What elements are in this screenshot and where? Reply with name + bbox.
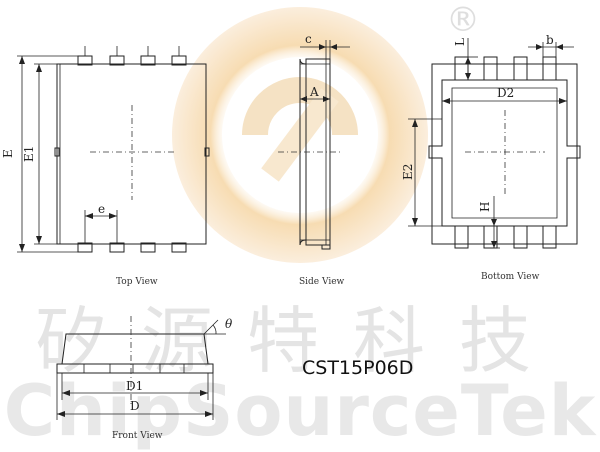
- dim-E1-label: E1: [22, 146, 36, 162]
- dim-e-label: e: [98, 202, 105, 216]
- bottom-view-caption: Bottom View: [481, 272, 540, 282]
- front-view-leadframe: [56, 363, 214, 374]
- dim-L-label: L: [453, 38, 467, 46]
- pad: [483, 56, 498, 81]
- dim-D1-label: D1: [126, 379, 143, 393]
- chinese-company-watermark: 矽源特科技: [34, 299, 565, 383]
- registered-mark-watermark: ®: [446, 0, 480, 40]
- exposed-pad: [428, 79, 581, 227]
- angle-theta-label: θ: [225, 317, 233, 331]
- pad: [542, 56, 557, 81]
- front-view: θ D1 D Front View: [56, 316, 233, 441]
- side-view-caption: Side View: [299, 277, 345, 287]
- dim-c-label: c: [305, 32, 312, 46]
- pad: [513, 225, 528, 249]
- lead: [171, 242, 187, 253]
- lead: [140, 242, 156, 253]
- dim-D-label: D: [130, 399, 140, 413]
- top-view-body: [56, 63, 207, 245]
- top-view-caption: Top View: [116, 277, 158, 287]
- part-number: CST15P06D: [302, 357, 414, 379]
- dim-b-label: b: [546, 33, 554, 47]
- dim-H-label: H: [478, 202, 492, 212]
- front-view-caption: Front View: [112, 431, 163, 441]
- pad: [454, 56, 469, 81]
- pad: [454, 225, 469, 249]
- bottom-view: L b D2 E2 H Bottom View: [401, 33, 581, 282]
- pad: [542, 225, 557, 249]
- dim-E-label: E: [1, 149, 15, 158]
- dim-A-label: A: [309, 85, 319, 99]
- top-view: E E1 e Top View: [1, 46, 210, 287]
- pad: [513, 56, 528, 81]
- front-view-body: [61, 333, 209, 365]
- dim-E2-label: E2: [401, 164, 415, 180]
- dim-D2-label: D2: [497, 86, 514, 100]
- side-view: c A Side View: [278, 32, 350, 287]
- bottom-view-body: [431, 63, 578, 245]
- english-company-watermark: ChipSourceTek: [3, 370, 597, 452]
